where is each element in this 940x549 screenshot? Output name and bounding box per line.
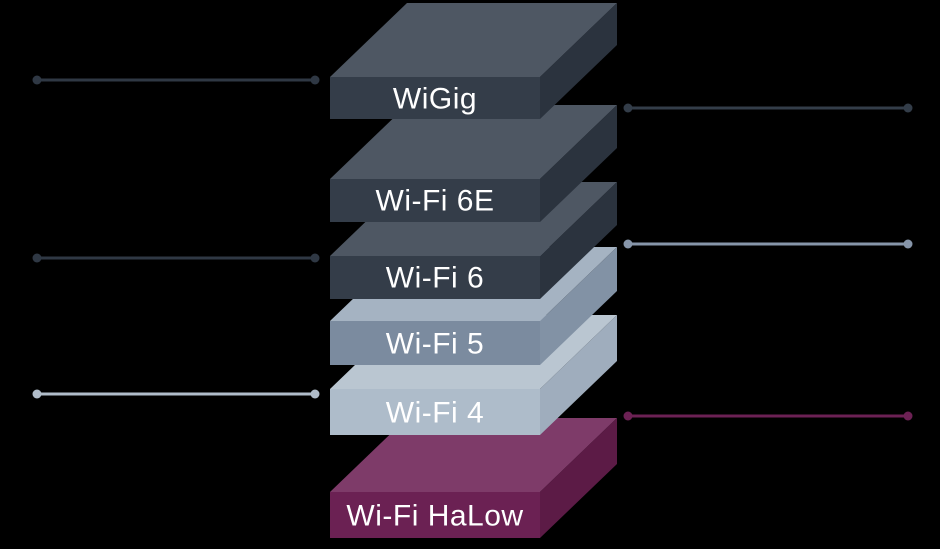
callout-endpoint-dot: [903, 103, 913, 113]
callout-line-right-bottom: [623, 411, 913, 421]
wigig-side-face: [540, 3, 617, 119]
callout-line-left-top: [32, 75, 320, 85]
wifi-halow-label: Wi-Fi HaLow: [346, 500, 523, 533]
callout-endpoint-dot: [623, 411, 633, 421]
callout-endpoint-dot: [310, 75, 320, 85]
wifi-4-label: Wi-Fi 4: [386, 397, 484, 430]
wigig-label: WiGig: [393, 83, 477, 116]
wifi-6-label: Wi-Fi 6: [386, 262, 484, 295]
callout-endpoint-dot: [623, 239, 633, 249]
wigig-top-face: [330, 3, 617, 77]
callout-endpoint-dot: [623, 103, 633, 113]
wifi-6-side-face: [540, 182, 617, 299]
callout-endpoint-dot: [310, 253, 320, 263]
layer-wigig: WiGig: [330, 3, 617, 119]
wifi-halow-top-face: [330, 418, 617, 492]
callout-endpoint-dot: [903, 411, 913, 421]
callout-endpoint-dot: [32, 253, 42, 263]
wifi-5-front-face: [330, 321, 540, 365]
wifi-4-side-face: [540, 315, 617, 435]
wifi-6e-front-face: [330, 179, 540, 222]
callout-endpoint-dot: [32, 75, 42, 85]
layer-wifi-halow: Wi-Fi HaLow: [330, 418, 617, 538]
layer-wifi-6e: Wi-Fi 6E: [330, 105, 617, 222]
callout-endpoint-dot: [903, 239, 913, 249]
wifi-4-front-face: [330, 389, 540, 435]
wifi-5-side-face: [540, 247, 617, 365]
wifi-6e-top-face: [330, 105, 617, 179]
wifi-6e-side-face: [540, 105, 617, 222]
callout-endpoint-dot: [310, 389, 320, 399]
wifi-halow-side-face: [540, 418, 617, 538]
callout-line-left-bottom: [32, 389, 320, 399]
callout-line-right-middle: [623, 239, 913, 249]
callout-line-left-middle: [32, 253, 320, 263]
callout-endpoint-dot: [32, 389, 42, 399]
wifi-6-front-face: [330, 256, 540, 299]
wifi-halow-front-face: [330, 492, 540, 538]
callout-line-right-top: [623, 103, 913, 113]
wifi-5-label: Wi-Fi 5: [386, 328, 484, 361]
wifi-6e-label: Wi-Fi 6E: [376, 185, 495, 218]
wigig-front-face: [330, 77, 540, 119]
